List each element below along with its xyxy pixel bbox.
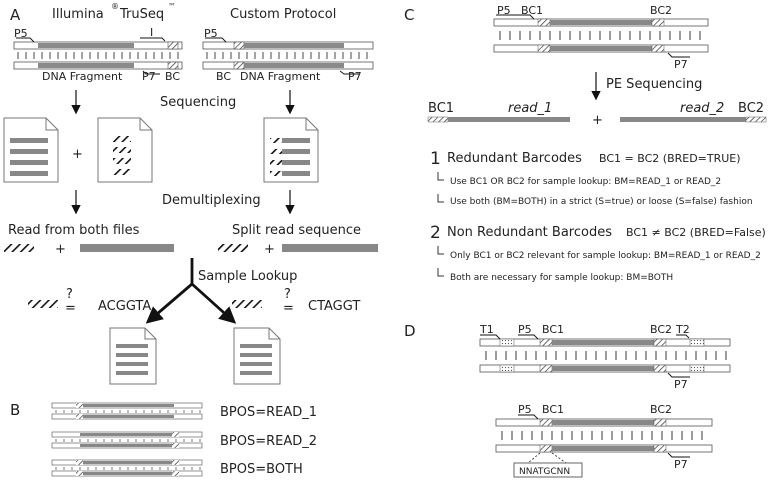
panel-d-label: D xyxy=(404,322,416,340)
plus-reads-illumina: + xyxy=(55,242,66,257)
bpos-read1-construct xyxy=(51,402,203,420)
lookup-equals-right: = xyxy=(283,301,294,316)
pe-bc1-label: BC1 xyxy=(521,4,543,17)
demultiplexing-label: Demultiplexing xyxy=(162,193,261,208)
lookup-right-arrow xyxy=(191,282,237,324)
dual-bc1-label: BC1 xyxy=(542,323,564,336)
split-read-label: Split read sequence xyxy=(232,223,361,238)
custom-dna-fragment-label: DNA Fragment xyxy=(240,70,321,83)
custom-p7-label: P7 xyxy=(348,70,362,83)
pe-plus: + xyxy=(592,113,603,128)
bpos-read2-label: BPOS=READ_2 xyxy=(220,434,317,449)
redundant-line2-elbow-icon xyxy=(437,194,444,203)
option-2-number: 2 xyxy=(430,223,441,243)
random-p5-label: P5 xyxy=(518,403,532,416)
redundant-line1: Use BC1 OR BC2 for sample lookup: BM=REA… xyxy=(450,177,721,187)
random-bc2-label: BC2 xyxy=(650,403,672,416)
option-1-number: 1 xyxy=(430,149,441,169)
nonredundant-line2-elbow-icon xyxy=(437,268,444,277)
illumina-reg-mark: ® xyxy=(111,2,119,11)
panel-c-label: C xyxy=(404,6,414,24)
custom-bc-label: BC xyxy=(216,70,231,83)
sequence-read-custom xyxy=(282,244,378,252)
illumina-tm-mark: ™ xyxy=(168,2,176,11)
dual-t2-label: T2 xyxy=(675,323,690,336)
illumina-construct xyxy=(13,37,183,75)
redundant-barcodes-subtitle: BC1 = BC2 (BRED=TRUE) xyxy=(599,152,741,165)
illumina-dna-fragment-label: DNA Fragment xyxy=(42,70,123,83)
bpos-read2-construct xyxy=(51,431,203,449)
dual-p7-label: P7 xyxy=(674,378,688,391)
nonredundant-line1: Only BC1 or BC2 relevant for sample look… xyxy=(450,251,761,261)
pe-construct xyxy=(493,14,709,58)
dual-tag-construct xyxy=(479,334,731,378)
pe-p5-label: P5 xyxy=(497,4,511,17)
nonredundant-barcodes-title: Non Redundant Barcodes xyxy=(447,225,612,240)
barcode-read-illumina xyxy=(4,244,34,252)
read1-label: read_1 xyxy=(508,101,552,116)
fastq-file-2-icon xyxy=(97,117,153,183)
sequencing-label: Sequencing xyxy=(160,95,236,110)
pe-sequencing-label: PE Sequencing xyxy=(606,77,702,92)
redundant-line1-elbow-icon xyxy=(437,172,444,181)
read-both-files-label: Read from both files xyxy=(8,223,140,238)
random-barcode-construct xyxy=(495,414,713,478)
custom-protocol-title: Custom Protocol xyxy=(230,7,336,22)
dual-t1-label: T1 xyxy=(479,323,494,336)
lookup-left-arrow xyxy=(145,282,193,324)
lookup-seq-left: ACGGTA xyxy=(98,299,151,314)
bpos-read1-label: BPOS=READ_1 xyxy=(220,405,317,420)
lookup-barcode-right xyxy=(232,300,262,308)
illumina-title: Illumina xyxy=(52,7,104,22)
bpos-both-construct xyxy=(51,459,203,477)
read2-sequence xyxy=(620,117,746,122)
sample-lookup-label: Sample Lookup xyxy=(198,269,297,284)
fastq-file-custom-icon xyxy=(263,117,319,183)
plus-files: + xyxy=(72,147,83,162)
nonredundant-line1-elbow-icon xyxy=(437,246,444,255)
nonredundant-line2: Both are necessary for sample lookup: BM… xyxy=(450,273,673,283)
lookup-question-right: ? xyxy=(284,287,291,302)
redundant-line2: Use both (BM=BOTH) in a strict (S=true) … xyxy=(450,197,753,207)
read1-sequence xyxy=(448,117,570,122)
barcode-read-custom xyxy=(218,244,248,252)
redundant-barcodes-title: Redundant Barcodes xyxy=(447,151,582,166)
custom-p5-label: P5 xyxy=(204,27,218,40)
illumina-i-label: I xyxy=(150,26,153,39)
lookup-question-left: ? xyxy=(66,287,73,302)
panel-b-label: B xyxy=(10,401,20,419)
barcode-sequence-box-label: NNATGCNN xyxy=(519,467,570,477)
sample-file-left-icon xyxy=(109,327,157,385)
sample-file-right-icon xyxy=(233,327,281,385)
random-p7-label: P7 xyxy=(674,458,688,471)
panel-a-label: A xyxy=(10,6,21,24)
plus-reads-custom: + xyxy=(264,242,275,257)
lookup-barcode-left xyxy=(28,300,58,308)
illumina-title-2: TruSeq xyxy=(119,7,164,22)
fastq-file-1-icon xyxy=(3,117,59,183)
custom-construct xyxy=(202,37,374,75)
random-bc1-label: BC1 xyxy=(542,403,564,416)
read2-label: read_2 xyxy=(680,101,724,116)
lookup-seq-right: CTAGGT xyxy=(308,299,360,314)
nonredundant-barcodes-subtitle: BC1 ≠ BC2 (BRED=False) xyxy=(626,226,766,239)
dual-p5-label: P5 xyxy=(518,323,532,336)
illumina-p5-label: P5 xyxy=(14,27,28,40)
read1-bc1-label: BC1 xyxy=(428,101,454,116)
sequence-read-illumina xyxy=(80,244,174,252)
read2-barcode xyxy=(745,116,767,123)
dual-bc2-label: BC2 xyxy=(650,323,672,336)
illumina-bc-label: BC xyxy=(165,70,180,83)
bpos-both-label: BPOS=BOTH xyxy=(220,462,303,477)
lookup-equals-left: = xyxy=(65,301,76,316)
read2-bc2-label: BC2 xyxy=(738,101,764,116)
illumina-p7-label: P7 xyxy=(142,70,156,83)
read1-barcode xyxy=(427,116,449,123)
pe-p7-label: P7 xyxy=(674,58,688,71)
pe-bc2-label: BC2 xyxy=(650,4,672,17)
